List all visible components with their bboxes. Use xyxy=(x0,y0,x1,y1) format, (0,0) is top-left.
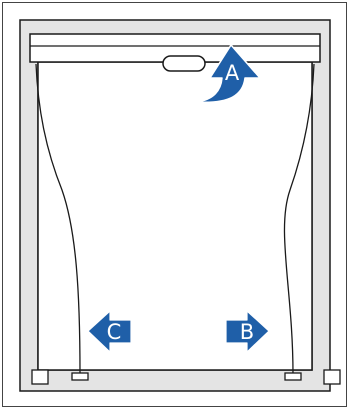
arrow-a-label: A xyxy=(225,61,240,85)
arrow-c: C xyxy=(87,310,132,353)
fixing-tab-left xyxy=(71,372,89,381)
arrow-c-shape xyxy=(87,310,132,353)
corner-bracket-left xyxy=(31,369,49,385)
arrow-b: B xyxy=(225,310,270,353)
arrow-b-label: B xyxy=(240,320,254,344)
arrow-c-label: C xyxy=(107,320,122,344)
corner-bracket-right xyxy=(323,369,341,385)
curtain-left-edge xyxy=(35,63,81,375)
arrow-a-shape xyxy=(195,44,261,104)
arrow-a: A xyxy=(195,44,261,104)
curtain-right-edge xyxy=(283,63,315,375)
window-opening xyxy=(37,61,313,371)
arrow-b-shape xyxy=(225,310,270,353)
release-handle xyxy=(162,55,206,72)
fixing-tab-right xyxy=(284,372,302,381)
